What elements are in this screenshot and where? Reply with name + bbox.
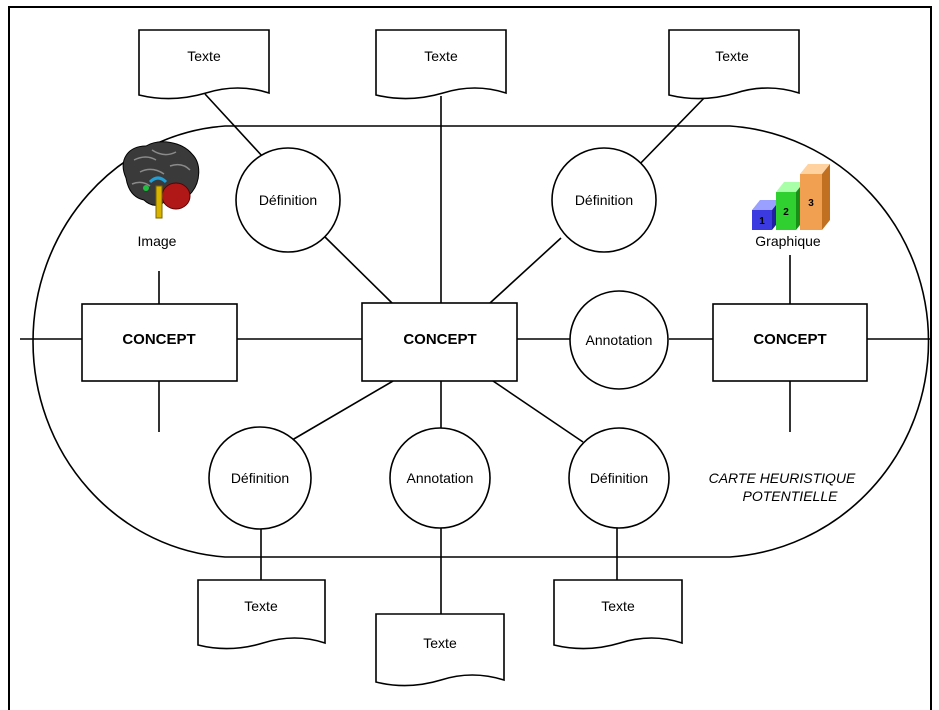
map-boundary [32,125,930,558]
brain-icon [122,141,200,219]
document-label: Texte [423,635,457,651]
document-bottom-center: Texte [375,613,505,687]
concept-label: CONCEPT [403,331,476,348]
document-label: Texte [244,598,278,614]
diagram-frame [8,6,932,710]
circle-label: Définition [575,192,633,208]
connectors [20,93,930,614]
annotation-circle-bottom: Annotation [389,427,491,529]
caption-line2: POTENTIELLE [743,488,839,504]
document-top-right: Texte [668,29,800,100]
document-bottom-left: Texte [197,579,326,650]
circle-label: Définition [231,470,289,486]
document-label: Texte [601,598,635,614]
definition-circle-top-right: Définition [551,147,657,253]
step-label: 2 [783,207,789,218]
concept-left: CONCEPT [81,303,238,382]
circle-label: Définition [590,470,648,486]
document-bottom-right: Texte [553,579,683,650]
circle-label: Définition [259,192,317,208]
graphique-label: Graphique [755,233,821,249]
annotation-circle-right: Annotation [569,290,669,390]
definition-circle-bottom-left: Définition [208,426,312,530]
bar-steps-icon: 1 2 3 [752,164,830,230]
concept-right: CONCEPT [712,303,868,382]
document-label: Texte [715,48,749,64]
step-label: 3 [808,198,814,209]
definition-circle-top-left: Définition [235,147,341,253]
document-label: Texte [424,48,458,64]
circle-label: Annotation [407,470,474,486]
document-top-left: Texte [138,29,270,100]
concept-center: CONCEPT [361,302,518,382]
caption-line1: CARTE HEURISTIQUE [709,470,856,486]
document-label: Texte [187,48,221,64]
document-top-center: Texte [375,29,507,100]
image-label: Image [138,233,177,249]
concept-label: CONCEPT [122,331,195,348]
step-label: 1 [759,216,765,227]
concept-label: CONCEPT [753,331,826,348]
circle-label: Annotation [586,332,653,348]
definition-circle-bottom-right: Définition [568,427,670,529]
